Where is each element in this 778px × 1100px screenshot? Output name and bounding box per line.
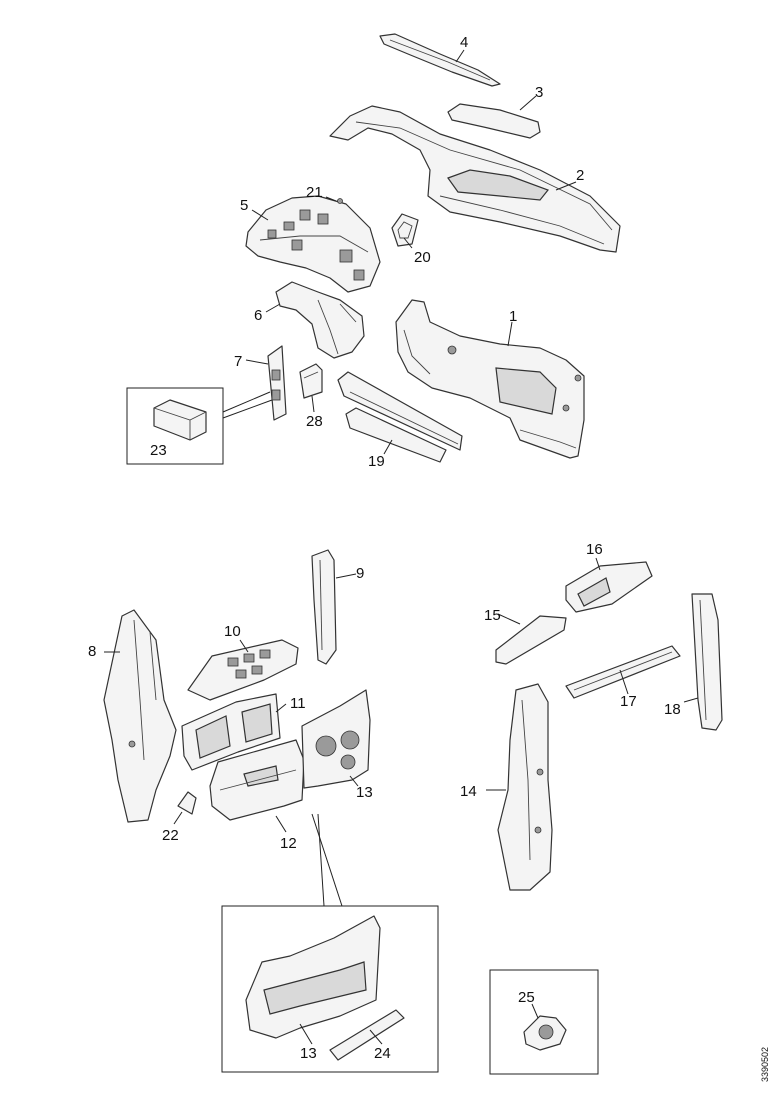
callout-20: 20	[414, 249, 431, 266]
callout-24: 24	[374, 1045, 391, 1062]
callout-14: 14	[460, 783, 477, 800]
part-28	[299, 363, 323, 399]
part-11	[181, 693, 281, 771]
callout-18: 18	[664, 701, 681, 718]
callout-11: 11	[290, 695, 306, 712]
callout-9: 9	[356, 565, 364, 582]
part-19	[337, 371, 463, 463]
part-9	[311, 549, 337, 665]
part-1	[395, 299, 585, 459]
callout-17: 17	[620, 693, 637, 710]
callout-21: 21	[306, 184, 323, 201]
part-3	[447, 103, 541, 139]
callout-8: 8	[88, 643, 96, 660]
callout-13: 13	[356, 784, 373, 801]
callout-3: 3	[535, 84, 543, 101]
callout-10: 10	[224, 623, 241, 640]
callout-4: 4	[460, 34, 468, 51]
callout-23: 23	[150, 442, 167, 459]
part-22	[177, 791, 197, 815]
part-2	[329, 105, 621, 253]
part-20	[391, 213, 419, 247]
part-7	[267, 345, 287, 421]
callout-6: 6	[254, 307, 262, 324]
part-4	[379, 33, 501, 87]
part-16	[565, 561, 653, 613]
part-17	[565, 645, 681, 699]
part-14	[497, 683, 553, 891]
drawing-code: 3390502	[760, 1047, 770, 1082]
inset-box-25	[489, 969, 599, 1075]
part-6	[275, 281, 365, 359]
part-13	[301, 689, 371, 789]
callout-16: 16	[586, 541, 603, 558]
inset-box-23	[126, 387, 273, 465]
leader-lines	[104, 49, 699, 1045]
callout-13-inset: 13	[300, 1045, 317, 1062]
inset-box-13-24	[221, 813, 439, 1073]
callout-25: 25	[518, 989, 535, 1006]
part-15	[495, 615, 567, 665]
callout-2: 2	[576, 167, 584, 184]
callout-1: 1	[509, 308, 517, 325]
part-12	[209, 739, 305, 821]
part-18	[691, 593, 723, 731]
callout-15: 15	[484, 607, 501, 624]
part-8	[103, 609, 177, 823]
part-5	[245, 195, 381, 293]
callout-28: 28	[306, 413, 323, 430]
callout-7: 7	[234, 353, 242, 370]
part-21	[337, 198, 343, 204]
callout-12: 12	[280, 835, 297, 852]
callout-19: 19	[368, 453, 385, 470]
callout-5: 5	[240, 197, 248, 214]
callout-22: 22	[162, 827, 179, 844]
part-10	[187, 639, 299, 701]
